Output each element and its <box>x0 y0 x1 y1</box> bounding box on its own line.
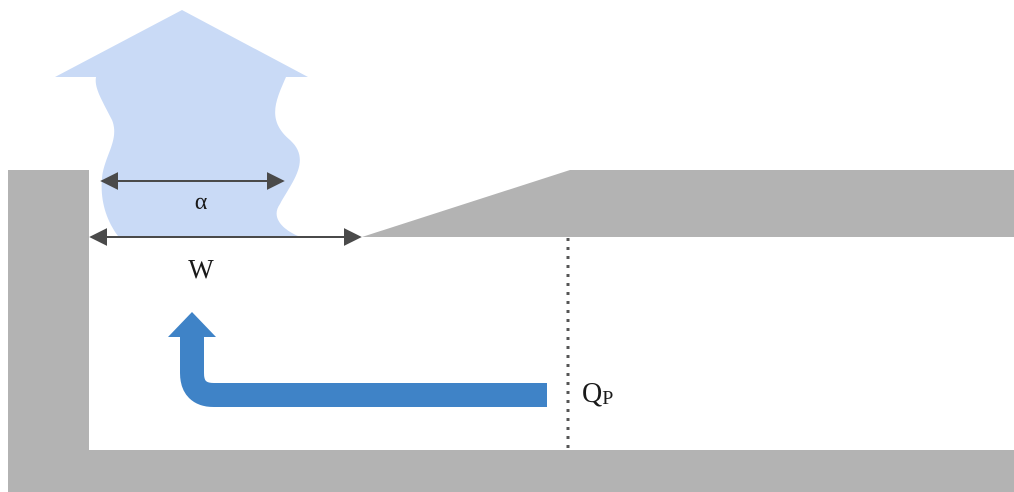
flow-rate-label-main: Q <box>582 378 602 409</box>
flow-rate-label: QP <box>582 378 613 409</box>
opening-width-label: W <box>188 254 214 284</box>
plume-arrow-icon <box>55 10 308 236</box>
floor-slab <box>89 450 1014 492</box>
alpha-label: α <box>195 189 208 215</box>
flow-rate-label-subscript: P <box>602 387 613 409</box>
ceiling-slab <box>362 170 1014 237</box>
flow-arrowhead-icon <box>168 312 216 337</box>
flow-arrow-icon <box>180 336 547 407</box>
left-wall <box>8 170 89 492</box>
